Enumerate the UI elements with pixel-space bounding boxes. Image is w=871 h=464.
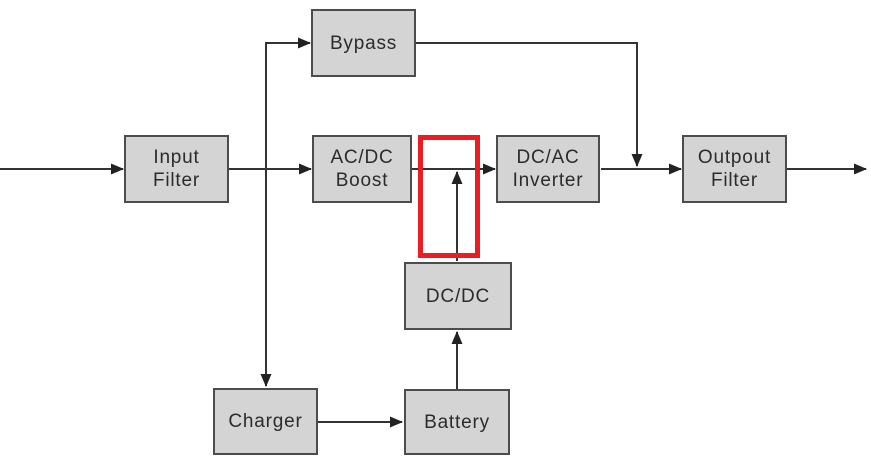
dcac-inverter-box: DC/AC Inverter [496,135,600,203]
dcac-inverter-label-line2: Inverter [512,170,584,191]
battery-box: Battery [404,389,510,455]
input-filter-box: Input Filter [124,135,229,203]
charger-box: Charger [213,388,318,455]
red-highlight-rectangle [418,135,480,258]
dcdc-label: DC/DC [425,285,491,307]
input-filter-label-line1: Input [153,147,200,168]
output-filter-box: Outpout Filter [682,135,787,203]
bypass-box: Bypass [311,9,416,77]
output-filter-label-line2: Filter [710,170,759,191]
acdc-boost-label-line1: AC/DC [330,147,394,168]
branch-to-bypass-arrow [265,37,311,169]
input-filter-label-line2: Filter [152,170,201,191]
battery-label: Battery [424,411,490,433]
output-filter-label-line1: Outpout [697,147,772,168]
bypass-to-output-bus-arrow [416,42,643,167]
bypass-label: Bypass [329,32,398,54]
dcac-inverter-label-line1: DC/AC [516,147,580,168]
acdc-boost-label-line2: Boost [335,170,389,191]
dcdc-box: DC/DC [404,262,512,330]
charger-label: Charger [228,411,303,432]
acdc-boost-box: AC/DC Boost [312,135,412,203]
